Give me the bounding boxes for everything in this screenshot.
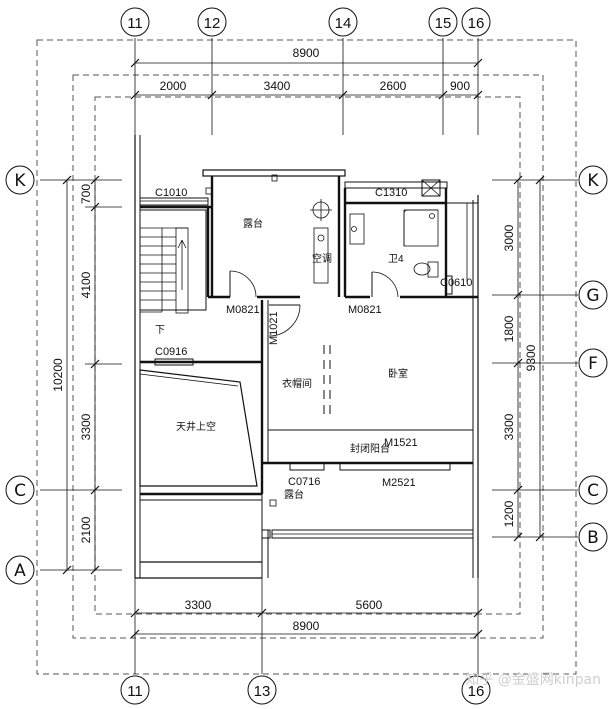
window-c0716 <box>289 462 325 471</box>
svg-text:12: 12 <box>204 15 221 32</box>
axis-bubble-right-f: F <box>578 348 608 378</box>
axis-bubble-right-k: K <box>578 165 608 195</box>
door-label-m0821-left: M0821 <box>226 304 260 316</box>
dim-bottom-total: 8900 <box>293 619 320 633</box>
dim-bottom-seg2: 5600 <box>356 598 383 612</box>
window-label-c0610: C0610 <box>440 277 472 289</box>
door-m0821-left <box>229 270 257 298</box>
room-label-ac: 空调 <box>312 252 332 265</box>
door-label-m0821-right: M0821 <box>348 304 382 316</box>
dim-top-seg1: 2000 <box>160 79 187 93</box>
top-dimension-lines <box>130 38 483 135</box>
svg-text:B: B <box>587 528 599 548</box>
axis-bubble-top-15: 15 <box>428 7 458 37</box>
room-label-closet: 衣帽间 <box>282 377 312 390</box>
svg-text:16: 16 <box>468 15 485 32</box>
svg-text:11: 11 <box>127 683 143 700</box>
right-facade-wall <box>446 202 478 299</box>
right-dimension-lines <box>492 175 578 542</box>
upper-terrace-walls <box>202 169 346 299</box>
bedroom-walls <box>140 300 473 494</box>
svg-text:F: F <box>588 354 598 374</box>
svg-text:K: K <box>14 171 26 191</box>
svg-text:11: 11 <box>127 15 143 32</box>
svg-text:14: 14 <box>335 15 352 32</box>
staircase <box>139 205 212 314</box>
middle-dashed-boundary <box>72 74 544 639</box>
window-label-c0916: C0916 <box>155 346 187 358</box>
window-c0916 <box>154 358 194 366</box>
svg-text:G: G <box>586 286 599 306</box>
dim-bottom-seg1: 3300 <box>185 598 212 612</box>
dim-left-seg1: 700 <box>79 184 93 204</box>
axis-bubble-bottom-16: 16 <box>461 675 491 705</box>
door-label-m1021: M1021 <box>268 311 280 345</box>
courtyard-void <box>139 369 258 487</box>
door-label-m2521: M2521 <box>382 477 416 489</box>
dim-top-seg4: 900 <box>450 79 470 93</box>
dim-top-seg2: 3400 <box>264 79 291 93</box>
left-dimension-lines <box>40 175 122 575</box>
dim-right-seg4: 1200 <box>502 500 516 527</box>
bathroom-walls <box>343 179 448 299</box>
dim-top-seg3: 2600 <box>380 79 407 93</box>
axis-bubble-top-16: 16 <box>461 7 491 37</box>
dim-right-total: 9300 <box>524 344 538 371</box>
dim-right-seg1: 3000 <box>502 224 516 251</box>
dim-right-seg2: 1800 <box>502 315 516 342</box>
window-label-c1010: C1010 <box>155 187 187 199</box>
room-label-bedroom: 卧室 <box>388 367 408 380</box>
svg-text:13: 13 <box>254 683 271 700</box>
svg-text:C: C <box>14 481 26 501</box>
bathroom-fixtures <box>349 209 439 278</box>
room-label-courtyard: 天井上空 <box>176 420 216 433</box>
svg-text:15: 15 <box>435 15 452 32</box>
building-outline <box>134 135 479 579</box>
bottom-dimension-lines <box>130 578 483 674</box>
dim-left-total: 10200 <box>51 358 65 392</box>
window-label-c0716: C0716 <box>288 476 320 488</box>
drain-top-middle <box>271 174 278 182</box>
axis-bubble-top-12: 12 <box>197 7 227 37</box>
window-c0610 <box>445 275 453 295</box>
axis-bubble-top-11: 11 <box>120 7 150 37</box>
axis-bubble-top-14: 14 <box>328 7 358 37</box>
room-label-lower-terrace: 露台 <box>284 488 304 501</box>
window-label-c1310: C1310 <box>375 187 407 199</box>
room-label-upper-terrace: 露台 <box>243 217 263 230</box>
door-m2521 <box>339 462 451 471</box>
dim-top-total: 8900 <box>293 46 320 60</box>
door-m1021 <box>268 304 301 337</box>
door-label-m1521: M1521 <box>384 437 418 449</box>
axis-bubble-left-a: A <box>5 555 35 585</box>
ac-unit <box>310 199 332 284</box>
axis-bubble-right-c: C <box>578 475 608 505</box>
dim-left-seg2: 4100 <box>79 271 93 298</box>
axis-bubble-bottom-11: 11 <box>120 675 150 705</box>
dim-left-seg4: 2100 <box>79 516 93 543</box>
outer-dashed-boundary <box>36 39 577 675</box>
axis-bubble-right-b: B <box>578 522 608 552</box>
room-label-enclosed-balcony: 封闭阳台 <box>350 442 390 455</box>
svg-text:16: 16 <box>468 683 485 700</box>
room-label-bathroom: 卫4 <box>388 254 404 265</box>
dim-left-seg3: 3300 <box>79 413 93 440</box>
axis-bubble-right-g: G <box>578 280 608 310</box>
drain-top-left <box>205 187 213 195</box>
axis-bubble-left-c: C <box>5 475 35 505</box>
dim-right-seg3: 3300 <box>502 413 516 440</box>
axis-bubble-bottom-13: 13 <box>247 675 277 705</box>
stair-down-label: 下 <box>155 325 165 336</box>
lower-terrace <box>140 492 474 578</box>
svg-text:A: A <box>14 561 26 581</box>
svg-text:K: K <box>587 171 599 191</box>
watermark: 知乎 @金盛网kinpan <box>465 672 601 688</box>
window-c1010 <box>139 197 209 206</box>
svg-text:C: C <box>587 481 599 501</box>
door-m0821-right <box>371 271 399 298</box>
axis-bubble-left-k: K <box>5 165 35 195</box>
